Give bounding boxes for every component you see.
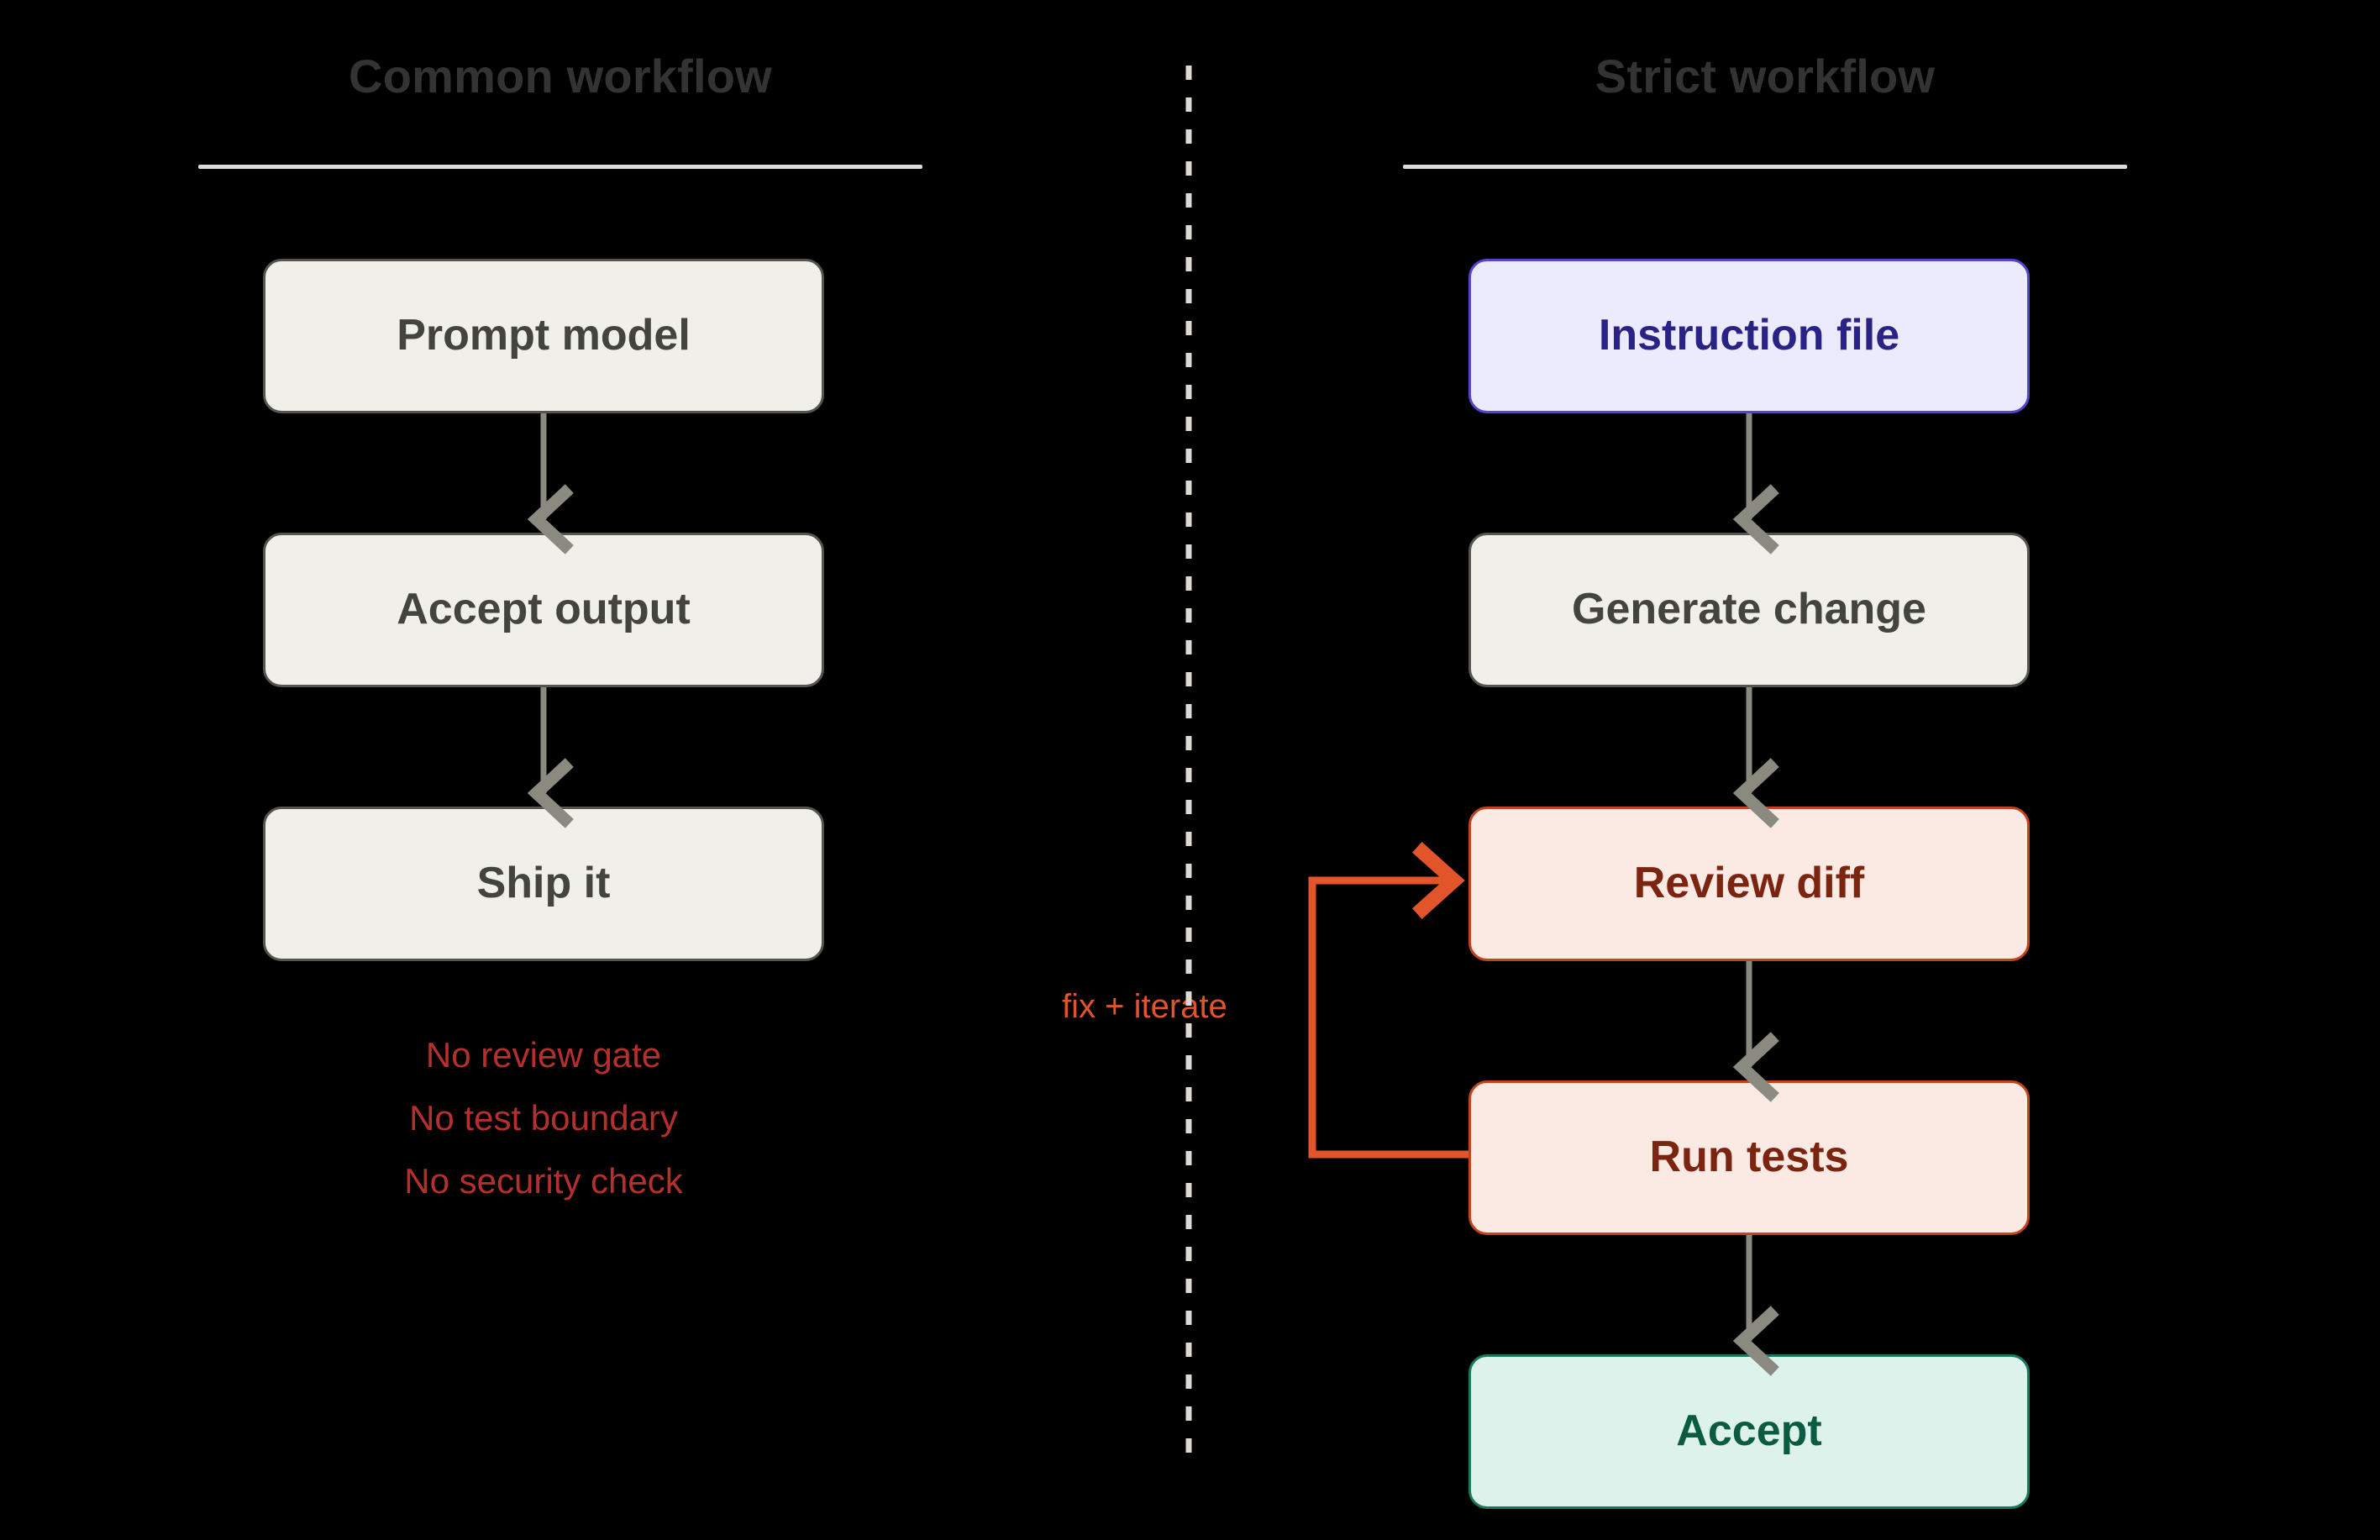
node-instruction-file[interactable]: Instruction file — [1468, 259, 2030, 413]
column-rule-common — [198, 165, 922, 169]
feedback-loop-path — [1308, 842, 1468, 1159]
node-prompt-model[interactable]: Prompt model — [263, 259, 824, 413]
node-ship-it[interactable]: Ship it — [263, 807, 824, 961]
warning-no-test-boundary: No test boundary — [409, 1098, 678, 1138]
node-run-tests[interactable]: Run tests — [1468, 1080, 2030, 1235]
feedback-loop-label: fix + iterate — [1062, 988, 1227, 1025]
column-rule-strict — [1403, 165, 2127, 169]
column-title-strict: Strict workflow — [1595, 50, 1936, 102]
column-title-common: Common workflow — [349, 50, 772, 102]
node-generate-change[interactable]: Generate change — [1468, 533, 2030, 687]
node-accept-output[interactable]: Accept output — [263, 533, 824, 687]
node-accept[interactable]: Accept — [1468, 1354, 2030, 1509]
warning-no-review-gate: No review gate — [425, 1035, 662, 1075]
node-review-diff[interactable]: Review diff — [1468, 807, 2030, 961]
warning-no-security-check: No security check — [404, 1161, 683, 1201]
